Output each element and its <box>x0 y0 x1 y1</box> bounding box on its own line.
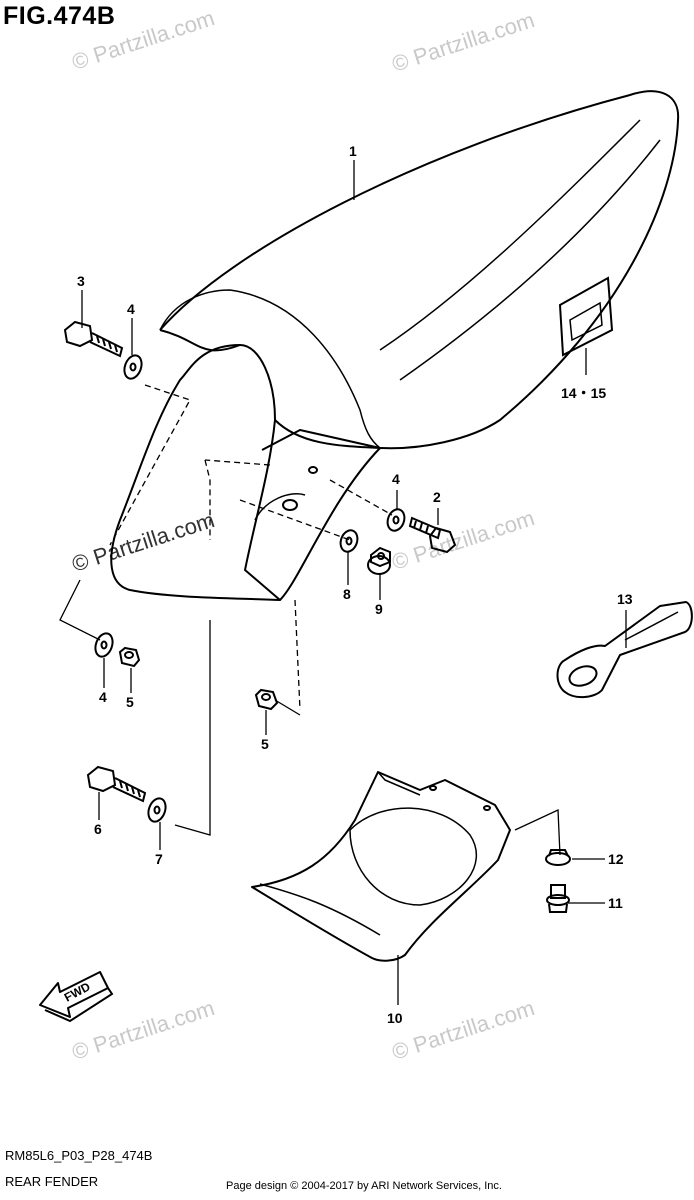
label-leaders <box>81 160 627 1005</box>
callout-label: 1 <box>349 143 357 159</box>
bolt[interactable] <box>63 320 124 358</box>
nut[interactable] <box>118 646 141 668</box>
decal[interactable] <box>558 276 614 357</box>
callout-label: 5 <box>126 694 134 710</box>
flange-nut[interactable] <box>367 546 391 575</box>
callout-label: 2 <box>433 489 441 505</box>
figure-title: FIG.474B <box>3 2 116 30</box>
callouts: 1 2 3 4 4 4 5 5 6 7 8 9 10 11 12 13 14・1… <box>77 143 633 1026</box>
callout-label: 14・15 <box>561 385 606 401</box>
watermark-dark: © Partzilla.com <box>69 507 218 577</box>
callout-label: 13 <box>617 591 633 607</box>
washer[interactable] <box>385 507 408 533</box>
watermark: © Partzilla.com <box>389 7 538 77</box>
assembly-lines <box>109 384 393 711</box>
diagram-name: REAR FENDER <box>5 1174 99 1189</box>
fwd-arrow-icon: FWD <box>39 971 114 1023</box>
bolt[interactable] <box>86 765 147 803</box>
callout-label: 10 <box>387 1010 403 1026</box>
washer[interactable] <box>121 353 144 381</box>
bolt[interactable] <box>546 884 570 913</box>
callout-label: 11 <box>608 895 623 911</box>
page-credit: Page design © 2004-2017 by ARI Network S… <box>226 1180 502 1192</box>
callout-label: 7 <box>155 851 163 867</box>
callout-label: 4 <box>127 301 135 317</box>
callout-label: 4 <box>392 471 400 487</box>
skid-plate[interactable] <box>251 771 511 962</box>
callout-label: 12 <box>608 851 624 867</box>
diagram-code: RM85L6_P03_P28_474B <box>5 1148 153 1163</box>
callout-label: 5 <box>261 736 269 752</box>
nut[interactable] <box>254 688 279 711</box>
washer[interactable] <box>145 796 168 824</box>
watermark: © Partzilla.com <box>389 505 538 575</box>
rear-fender[interactable] <box>110 90 680 601</box>
flange-nut[interactable] <box>545 849 571 866</box>
callout-label: 8 <box>343 586 351 602</box>
washer[interactable] <box>338 528 361 554</box>
callout-label: 6 <box>94 821 102 837</box>
washer[interactable] <box>92 631 115 659</box>
wrench[interactable] <box>556 601 693 698</box>
watermark: © Partzilla.com <box>389 995 538 1065</box>
callout-label: 4 <box>99 689 107 705</box>
bolt[interactable] <box>408 516 457 554</box>
callout-label: 9 <box>375 601 383 617</box>
solid-leader-lines <box>59 579 561 856</box>
watermark: © Partzilla.com <box>69 995 218 1065</box>
callout-label: 3 <box>77 273 85 289</box>
